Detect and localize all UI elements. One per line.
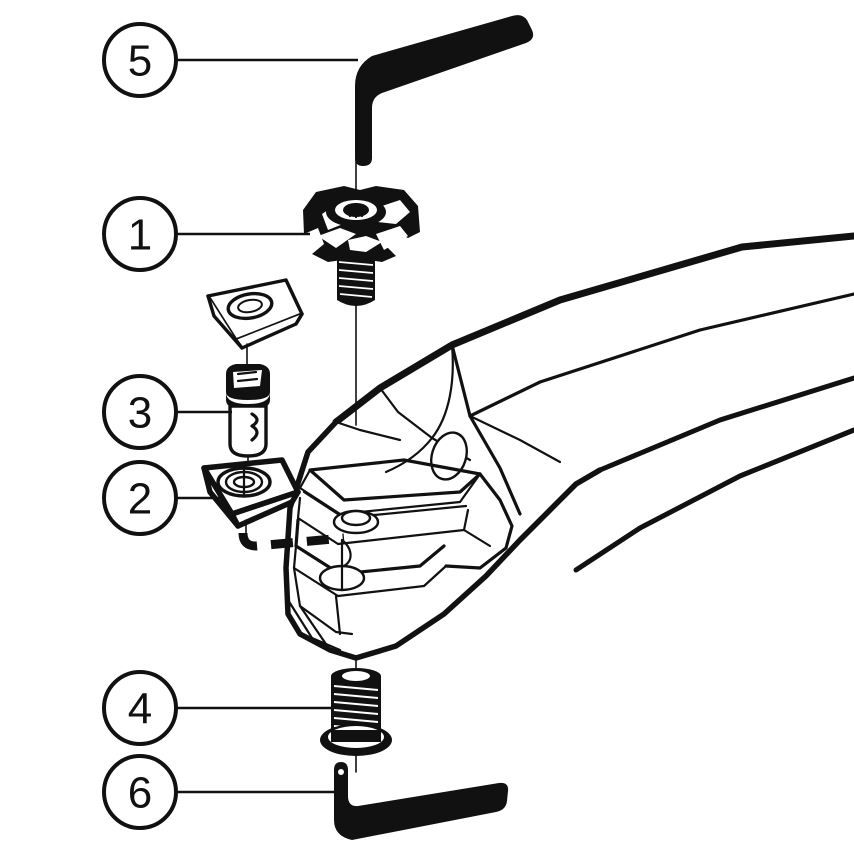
insert-triangular (206, 278, 304, 365)
hex-key-clamp-screw (355, 15, 534, 166)
callout-3-label: 3 (128, 389, 152, 438)
clamp-screw-shaft (337, 256, 375, 306)
callout-6-circle[interactable] (102, 754, 178, 830)
toolholder-body (283, 232, 854, 661)
callout-4[interactable]: 4 (102, 670, 178, 746)
callout-4-label: 4 (128, 685, 152, 734)
hex-key-shim-screw (334, 762, 509, 840)
callout-2[interactable]: 2 (102, 460, 178, 536)
pin-body (228, 404, 268, 458)
callout-1[interactable]: 1 (102, 196, 178, 272)
callout-6[interactable]: 6 (102, 754, 178, 830)
callout-1-label: 1 (128, 211, 152, 260)
shim-alignment-dashed-leader (238, 532, 345, 551)
clamp-facet-center (348, 236, 382, 252)
callout-1-circle[interactable] (102, 196, 178, 272)
seat-hole-upper (332, 509, 380, 535)
callout-5-label: 5 (128, 37, 152, 86)
callout-4-circle[interactable] (102, 670, 178, 746)
callout-3-circle[interactable] (102, 374, 178, 450)
clamp-assembly (303, 186, 420, 306)
pin-relief-notch (250, 412, 259, 442)
callout-5[interactable]: 5 (102, 22, 178, 98)
clamp-facet-lowerright (376, 226, 408, 250)
clamp-facet-lowerleft (318, 228, 356, 248)
callout-leaders (176, 58, 358, 794)
callout-6-label: 6 (128, 769, 152, 818)
shim-screw-socket (342, 671, 370, 681)
callout-2-label: 2 (128, 475, 152, 524)
clamp-facet-right (378, 200, 410, 224)
shim-screw (320, 668, 392, 756)
callout-5-circle[interactable] (102, 22, 178, 98)
callout-3[interactable]: 3 (102, 374, 178, 450)
shim-screw-pin (226, 364, 270, 471)
callout-2-circle[interactable] (102, 460, 178, 536)
